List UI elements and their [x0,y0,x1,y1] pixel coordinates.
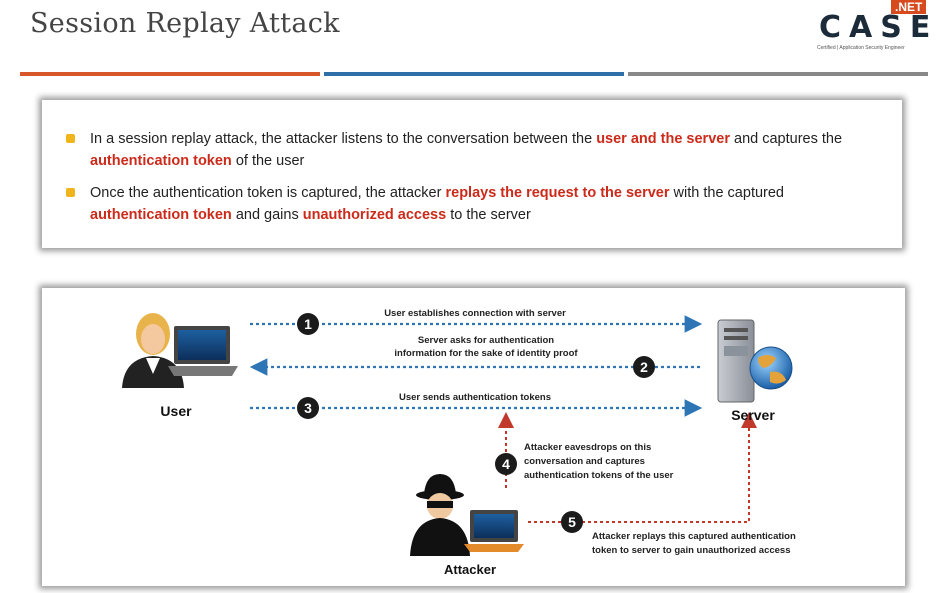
step-5-badge: 5 [561,511,583,533]
server-icon [717,319,793,403]
bullet-item-1: In a session replay attack, the attacker… [66,128,876,172]
bullet-square-icon [66,134,75,143]
logo-net-badge: .NET [891,0,927,14]
step-3-label: User sends authentication tokens [399,392,551,403]
bullet-item-2: Once the authentication token is capture… [66,182,876,226]
bullet-text-2: Once the authentication token is capture… [90,185,784,223]
step-4-label-line-3: authentication tokens of the user [524,470,674,481]
step-5-label-line-1: Attacker replays this captured authentic… [592,531,796,542]
divider-blue [324,72,624,76]
svg-text:4: 4 [502,456,510,472]
arrow-step-5 [528,412,757,523]
step-2-label-line-2: information for the sake of identity pro… [394,348,578,359]
step-2-badge: 2 [633,356,655,378]
bullet-text-1: In a session replay attack, the attacker… [90,131,843,169]
svg-text:5: 5 [568,514,576,530]
attacker-icon [410,474,524,556]
user-icon [122,313,238,388]
step-1-label: User establishes connection with server [384,308,566,319]
attack-flow-diagram: 1 2 3 4 5 User establishes connection wi… [122,308,796,577]
step-2-label-line-1: Server asks for authentication [418,335,554,346]
case-logo: .NET CASE Certified | Application Securi… [815,0,935,58]
logo-tagline: Certified | Application Security Enginee… [817,45,905,51]
attacker-label: Attacker [444,562,496,577]
page-title: Session Replay Attack [30,8,340,39]
diagram-panel: 1 2 3 4 5 User establishes connection wi… [42,288,905,586]
step-1-badge: 1 [297,313,319,335]
logo-wordmark: CASE [819,10,936,45]
divider-gray [628,72,928,76]
step-4-label-line-2: conversation and captures [524,456,645,467]
user-label: User [160,403,192,419]
svg-text:2: 2 [640,359,648,375]
svg-text:3: 3 [304,400,312,416]
svg-text:1: 1 [304,316,312,332]
bullet-square-icon [66,188,75,197]
server-label: Server [731,407,775,423]
step-4-label-line-1: Attacker eavesdrops on this [524,442,651,453]
divider-orange [20,72,320,76]
step-4-badge: 4 [495,453,517,475]
step-3-badge: 3 [297,397,319,419]
step-5-label-line-2: token to server to gain unauthorized acc… [592,545,791,556]
bullet-panel: In a session replay attack, the attacker… [42,100,902,248]
